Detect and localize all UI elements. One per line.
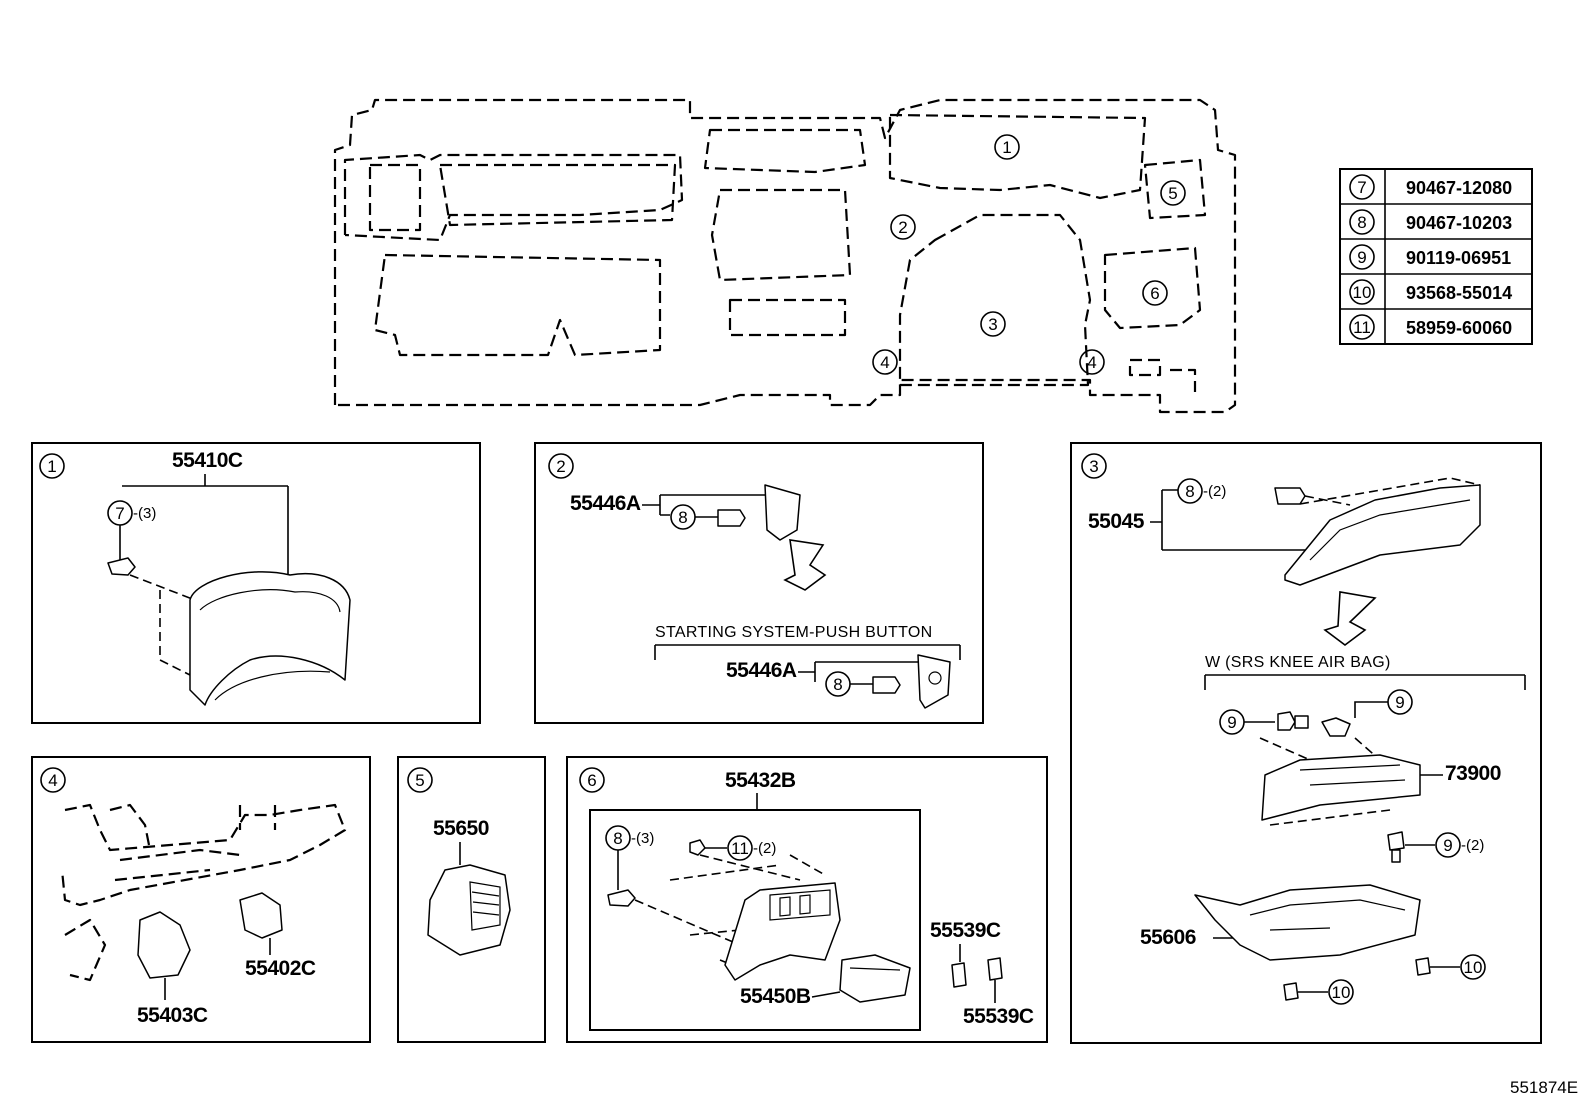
panel-6: 6 55432B 8 -(3) 11 -(2) 55450B 55539C 55… (566, 756, 1048, 1043)
dashboard-overview: 1 2 3 4 4 5 6 (333, 98, 1237, 414)
panel-3-callout-10-left: 10 (1332, 983, 1351, 1002)
panel-3: 3 55045 8 -(2) W (SRS KNEE AIR BAG) 9 9 … (1070, 442, 1542, 1044)
panel-2-number: 2 (556, 457, 565, 476)
panel-3-part-73900: 73900 (1445, 762, 1501, 785)
panel-2-callout-8-top: 8 (678, 508, 687, 527)
panel-5-part-55650: 55650 (433, 817, 489, 840)
panel-6-qty-11: -(2) (753, 840, 776, 857)
reinforcement-drawing (60, 803, 347, 907)
panel-4-number: 4 (48, 771, 57, 790)
screw-10-left (1283, 982, 1299, 1001)
legend-part-9: 90119-06951 (1406, 248, 1511, 268)
panel-6-part-55539C-top: 55539C (930, 919, 1001, 942)
panel-4: 4 55402C 55403C (31, 756, 371, 1043)
diagram-id: 551874E (1510, 1078, 1578, 1097)
panel-3-callout-9-bottom: 9 (1443, 836, 1452, 855)
arrow-top (783, 539, 827, 591)
bolt-9-left (1277, 711, 1309, 731)
legend-part-10: 93568-55014 (1406, 283, 1512, 303)
vent-55650-drawing (427, 864, 511, 956)
panel-1-callout-7: 7 (115, 504, 124, 523)
panel-6-part-55450B: 55450B (740, 985, 811, 1008)
panel-6-callout-8: 8 (613, 829, 622, 848)
panel-6-part-55539C-bottom: 55539C (963, 1005, 1034, 1028)
meter-hood-drawing (189, 571, 351, 706)
clip-11-drawing (689, 839, 706, 856)
clip-8-drawing-bottom (872, 676, 901, 694)
legend-part-7: 90467-12080 (1406, 178, 1512, 198)
panel-3-callout-9-right: 9 (1395, 693, 1404, 712)
panel-3-caption: W (SRS KNEE AIR BAG) (1205, 654, 1391, 671)
panel-3-qty-mid: -(2) (1461, 837, 1484, 854)
bracket-55403C-drawing (137, 911, 191, 979)
panel-2: 2 55446A 8 STARTING SYSTEM-PUSH BUTTON 5… (534, 442, 984, 724)
panel-1: 1 55410C 7 -(3) (31, 442, 481, 724)
overview-callout-1: 1 (1002, 138, 1011, 157)
clip-55539C-b (987, 957, 1003, 981)
screw-10-right (1415, 957, 1431, 976)
legend-ref-8: 8 (1357, 213, 1366, 232)
lower-panel-55432B-drawing (724, 882, 841, 981)
panel-3-number: 3 (1089, 457, 1098, 476)
legend-table: 7 90467-12080 8 90467-10203 9 90119-0695… (1339, 168, 1533, 345)
panel-5-number: 5 (415, 771, 424, 790)
panel-2-part-55446A-top: 55446A (570, 492, 641, 515)
panel-2-callout-8-bottom: 8 (833, 675, 842, 694)
clip-8-drawing-p6 (607, 889, 636, 907)
knee-airbag-73900-drawing (1261, 754, 1421, 821)
overview-callout-4a: 4 (880, 353, 889, 372)
overview-callout-2: 2 (898, 218, 907, 237)
panel-6-qty-8: -(3) (631, 830, 654, 847)
panel-2-caption: STARTING SYSTEM-PUSH BUTTON (655, 624, 932, 641)
panel-1-qty: -(3) (133, 505, 156, 522)
overview-callout-6: 6 (1150, 284, 1159, 303)
legend-part-8: 90467-10203 (1406, 213, 1512, 233)
lower-panel-55045-drawing (1284, 484, 1481, 586)
panel-6-number: 6 (587, 771, 596, 790)
panel-3-callout-9-left: 9 (1227, 713, 1236, 732)
panel-3-callout-10-right: 10 (1464, 958, 1483, 977)
panel-1-part-55410C: 55410C (172, 449, 243, 472)
pocket-55450B-drawing (839, 954, 911, 1003)
bolt-9-bottom (1387, 831, 1405, 863)
panel-5: 5 55650 (397, 756, 546, 1043)
overview-callout-3: 3 (988, 315, 997, 334)
panel-2-part-55446A-bottom: 55446A (726, 659, 797, 682)
clip-8-drawing-top (717, 509, 746, 527)
legend-ref-9: 9 (1357, 248, 1366, 267)
bezel-bottom-drawing (917, 654, 951, 709)
panel-6-callout-11: 11 (731, 839, 749, 858)
arrow-p3 (1323, 591, 1377, 646)
panel-1-number: 1 (47, 457, 56, 476)
legend-ref-7: 7 (1357, 178, 1366, 197)
panel-4-part-55402C: 55402C (245, 957, 316, 980)
legend-ref-11: 11 (1353, 318, 1371, 337)
panel-6-part-55432B: 55432B (725, 769, 796, 792)
overview-callout-5: 5 (1168, 184, 1177, 203)
clip-8-drawing-p3 (1274, 487, 1306, 505)
overview-callout-4b: 4 (1087, 353, 1096, 372)
under-cover-55606-drawing (1194, 884, 1421, 961)
bracket-55402C-drawing (239, 892, 283, 939)
legend-ref-10: 10 (1353, 283, 1372, 302)
clip-55539C-a (951, 962, 967, 988)
legend-part-11: 58959-60060 (1406, 318, 1512, 338)
panel-3-part-55045: 55045 (1088, 510, 1145, 533)
clip-7-drawing (107, 557, 136, 576)
panel-4-part-55403C: 55403C (137, 1004, 208, 1027)
bezel-top-drawing (764, 484, 801, 541)
panel-3-qty-top: -(2) (1203, 483, 1226, 500)
panel-3-part-55606: 55606 (1140, 926, 1196, 949)
panel-3-callout-8: 8 (1185, 482, 1194, 501)
bolt-9-right (1321, 717, 1351, 737)
